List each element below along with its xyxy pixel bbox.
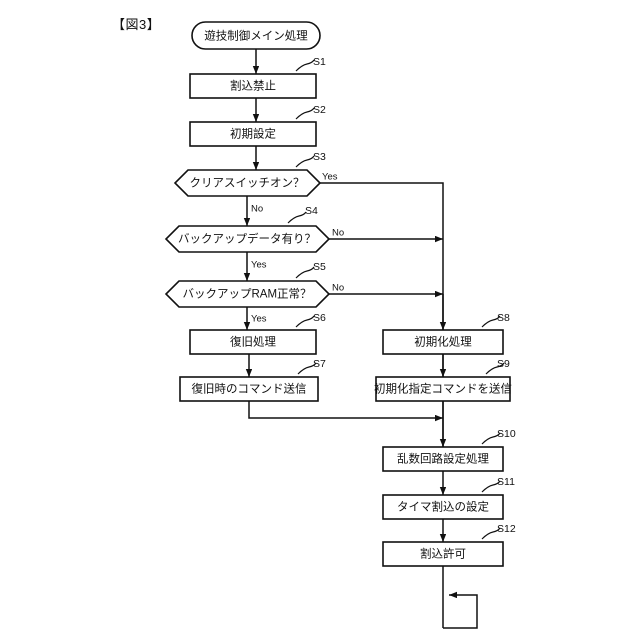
node-start[interactable]: 遊技制御メイン処理 — [191, 21, 321, 50]
step-id-s4: S4 — [305, 205, 318, 217]
leader-s7 — [297, 362, 317, 375]
s4-decision-shape — [164, 225, 331, 253]
step-id-s8: S8 — [497, 312, 510, 324]
leader-s11 — [481, 480, 501, 493]
s2-box-shape — [189, 121, 317, 147]
node-s8[interactable]: 初期化処理 — [382, 329, 504, 355]
leader-s8 — [481, 315, 501, 328]
branch-label-s3-yes: Yes — [322, 172, 338, 183]
node-s11[interactable]: タイマ割込の設定 — [382, 494, 504, 520]
step-id-s5: S5 — [313, 261, 326, 273]
step-id-s9: S9 — [497, 358, 510, 370]
s5-decision-shape — [164, 280, 331, 308]
connector-layer — [243, 49, 478, 629]
leader-s9 — [485, 362, 505, 375]
s5-label: バックアップRAM正常？ — [182, 288, 311, 301]
step-id-s3: S3 — [313, 151, 326, 163]
connector-infinite-loop — [443, 591, 478, 629]
s1-label: 割込禁止 — [230, 79, 276, 93]
leader-s3 — [295, 155, 315, 168]
s6-box-shape — [189, 329, 317, 355]
node-s4[interactable]: バックアップデータ有り？ — [164, 225, 331, 253]
s10-label: 乱数回路設定処理 — [397, 452, 489, 466]
leader-s2 — [295, 107, 315, 120]
leader-s1 — [295, 59, 315, 72]
step-id-s6: S6 — [313, 312, 326, 324]
connector-s7-to-right-column — [248, 401, 443, 422]
branch-label-s4-yes: Yes — [251, 260, 267, 271]
s9-label: 初期化指定コマンドを送信 — [374, 382, 512, 396]
s12-label: 割込許可 — [420, 547, 466, 561]
s7-box-shape — [179, 376, 319, 402]
node-s1[interactable]: 割込禁止 — [189, 73, 317, 99]
figure-title: 【図3】 — [112, 17, 161, 32]
connector-s3-yes-to-merge — [320, 182, 444, 447]
step-id-s11: S11 — [497, 476, 515, 488]
leader-s12 — [481, 527, 501, 540]
leader-s10 — [481, 432, 501, 445]
s1-box-shape — [189, 73, 317, 99]
s2-label: 初期設定 — [230, 127, 276, 141]
leader-s5 — [295, 266, 315, 279]
branch-label-s5-yes: Yes — [251, 314, 267, 325]
node-s12[interactable]: 割込許可 — [382, 541, 504, 567]
branch-label-s4-no: No — [332, 228, 344, 239]
node-s9[interactable]: 初期化指定コマンドを送信 — [374, 376, 512, 402]
s3-label: クリアスイッチオン？ — [190, 177, 305, 190]
s8-box-shape — [382, 329, 504, 355]
step-id-s2: S2 — [313, 104, 326, 116]
start-terminator-shape — [191, 21, 321, 50]
branch-label-s5-no: No — [332, 283, 344, 294]
node-s10[interactable]: 乱数回路設定処理 — [382, 446, 504, 472]
step-id-s10: S10 — [497, 428, 516, 440]
s9-box-shape — [375, 376, 511, 402]
s7-label: 復旧時のコマンド送信 — [192, 382, 307, 396]
s3-decision-shape — [173, 169, 322, 197]
s10-box-shape — [382, 446, 504, 472]
s12-box-shape — [382, 541, 504, 567]
node-s6[interactable]: 復旧処理 — [189, 329, 317, 355]
s4-label: バックアップデータ有り？ — [178, 232, 316, 246]
s11-box-shape — [382, 494, 504, 520]
step-id-s1: S1 — [313, 56, 326, 68]
leader-s6 — [295, 315, 315, 328]
node-s5[interactable]: バックアップRAM正常？ — [164, 280, 331, 308]
step-id-s7: S7 — [313, 358, 326, 370]
step-id-layer: S1 S2 S3 S4 S5 S6 S7 S8 S9 S10 S11 S12 — [305, 56, 516, 535]
node-s3[interactable]: クリアスイッチオン？ — [173, 169, 322, 197]
s6-label: 復旧処理 — [230, 335, 276, 349]
branch-label-s3-no: No — [251, 204, 263, 215]
node-s7[interactable]: 復旧時のコマンド送信 — [179, 376, 319, 402]
s11-label: タイマ割込の設定 — [397, 500, 489, 514]
node-s2[interactable]: 初期設定 — [189, 121, 317, 147]
branch-label-layer: Yes No No Yes No Yes — [251, 172, 344, 325]
step-id-s12: S12 — [497, 523, 516, 535]
step-leader-layer — [287, 59, 505, 540]
s8-label: 初期化処理 — [414, 335, 472, 349]
start-label: 遊技制御メイン処理 — [204, 29, 308, 43]
leader-s4 — [287, 211, 307, 224]
